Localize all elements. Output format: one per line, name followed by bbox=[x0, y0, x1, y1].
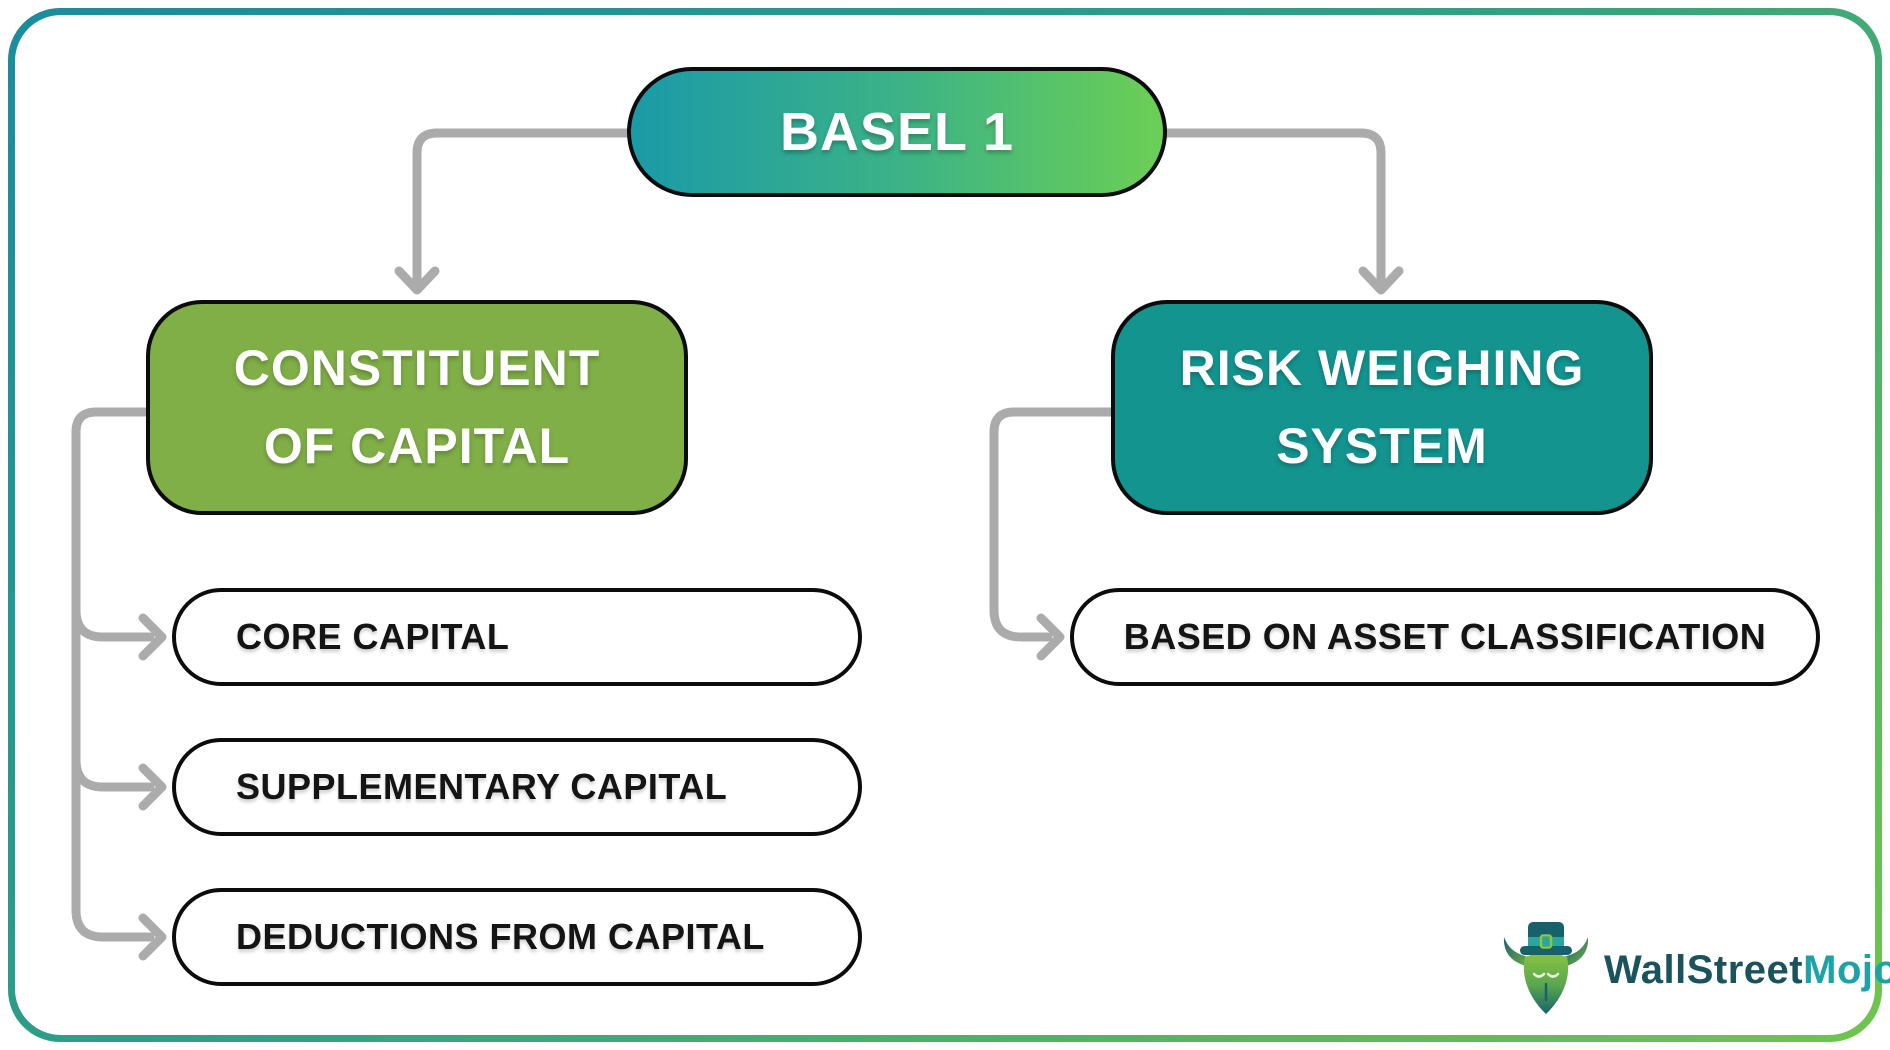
brand-wordmark-primary: WallStreet bbox=[1604, 947, 1804, 992]
core-capital-label: CORE CAPITAL bbox=[236, 616, 510, 657]
brand-wordmark-secondary: Mojo bbox=[1803, 947, 1890, 992]
risk-title-line-1: RISK WEIGHING bbox=[1179, 340, 1585, 396]
brand-logo: WallStreetMojo bbox=[1496, 922, 1890, 1018]
constituent-title-line-1: CONSTITUENT bbox=[233, 340, 601, 396]
bull-mascot-icon bbox=[1503, 922, 1589, 1014]
supplementary-capital-label: SUPPLEMENTARY CAPITAL bbox=[236, 766, 728, 807]
node-risk-weighing-system: RISK WEIGHING SYSTEM bbox=[1111, 300, 1653, 515]
node-constituent-of-capital: CONSTITUENT OF CAPITAL bbox=[146, 300, 688, 515]
node-deductions-from-capital: DEDUCTIONS FROM CAPITAL bbox=[172, 888, 862, 986]
constituent-title-line-2: OF CAPITAL bbox=[263, 417, 571, 474]
node-basel-1-label: BASEL 1 bbox=[779, 102, 1015, 162]
node-basel-1: BASEL 1 bbox=[627, 67, 1167, 197]
deductions-from-capital-label: DEDUCTIONS FROM CAPITAL bbox=[236, 916, 765, 957]
node-supplementary-capital: SUPPLEMENTARY CAPITAL bbox=[172, 738, 862, 836]
risk-title-line-2: SYSTEM bbox=[1276, 417, 1488, 474]
brand-wordmark: WallStreetMojo bbox=[1604, 948, 1890, 993]
based-on-asset-classification-label: BASED ON ASSET CLASSIFICATION bbox=[1123, 616, 1767, 657]
node-based-on-asset-classification: BASED ON ASSET CLASSIFICATION bbox=[1070, 588, 1820, 686]
node-core-capital: CORE CAPITAL bbox=[172, 588, 862, 686]
